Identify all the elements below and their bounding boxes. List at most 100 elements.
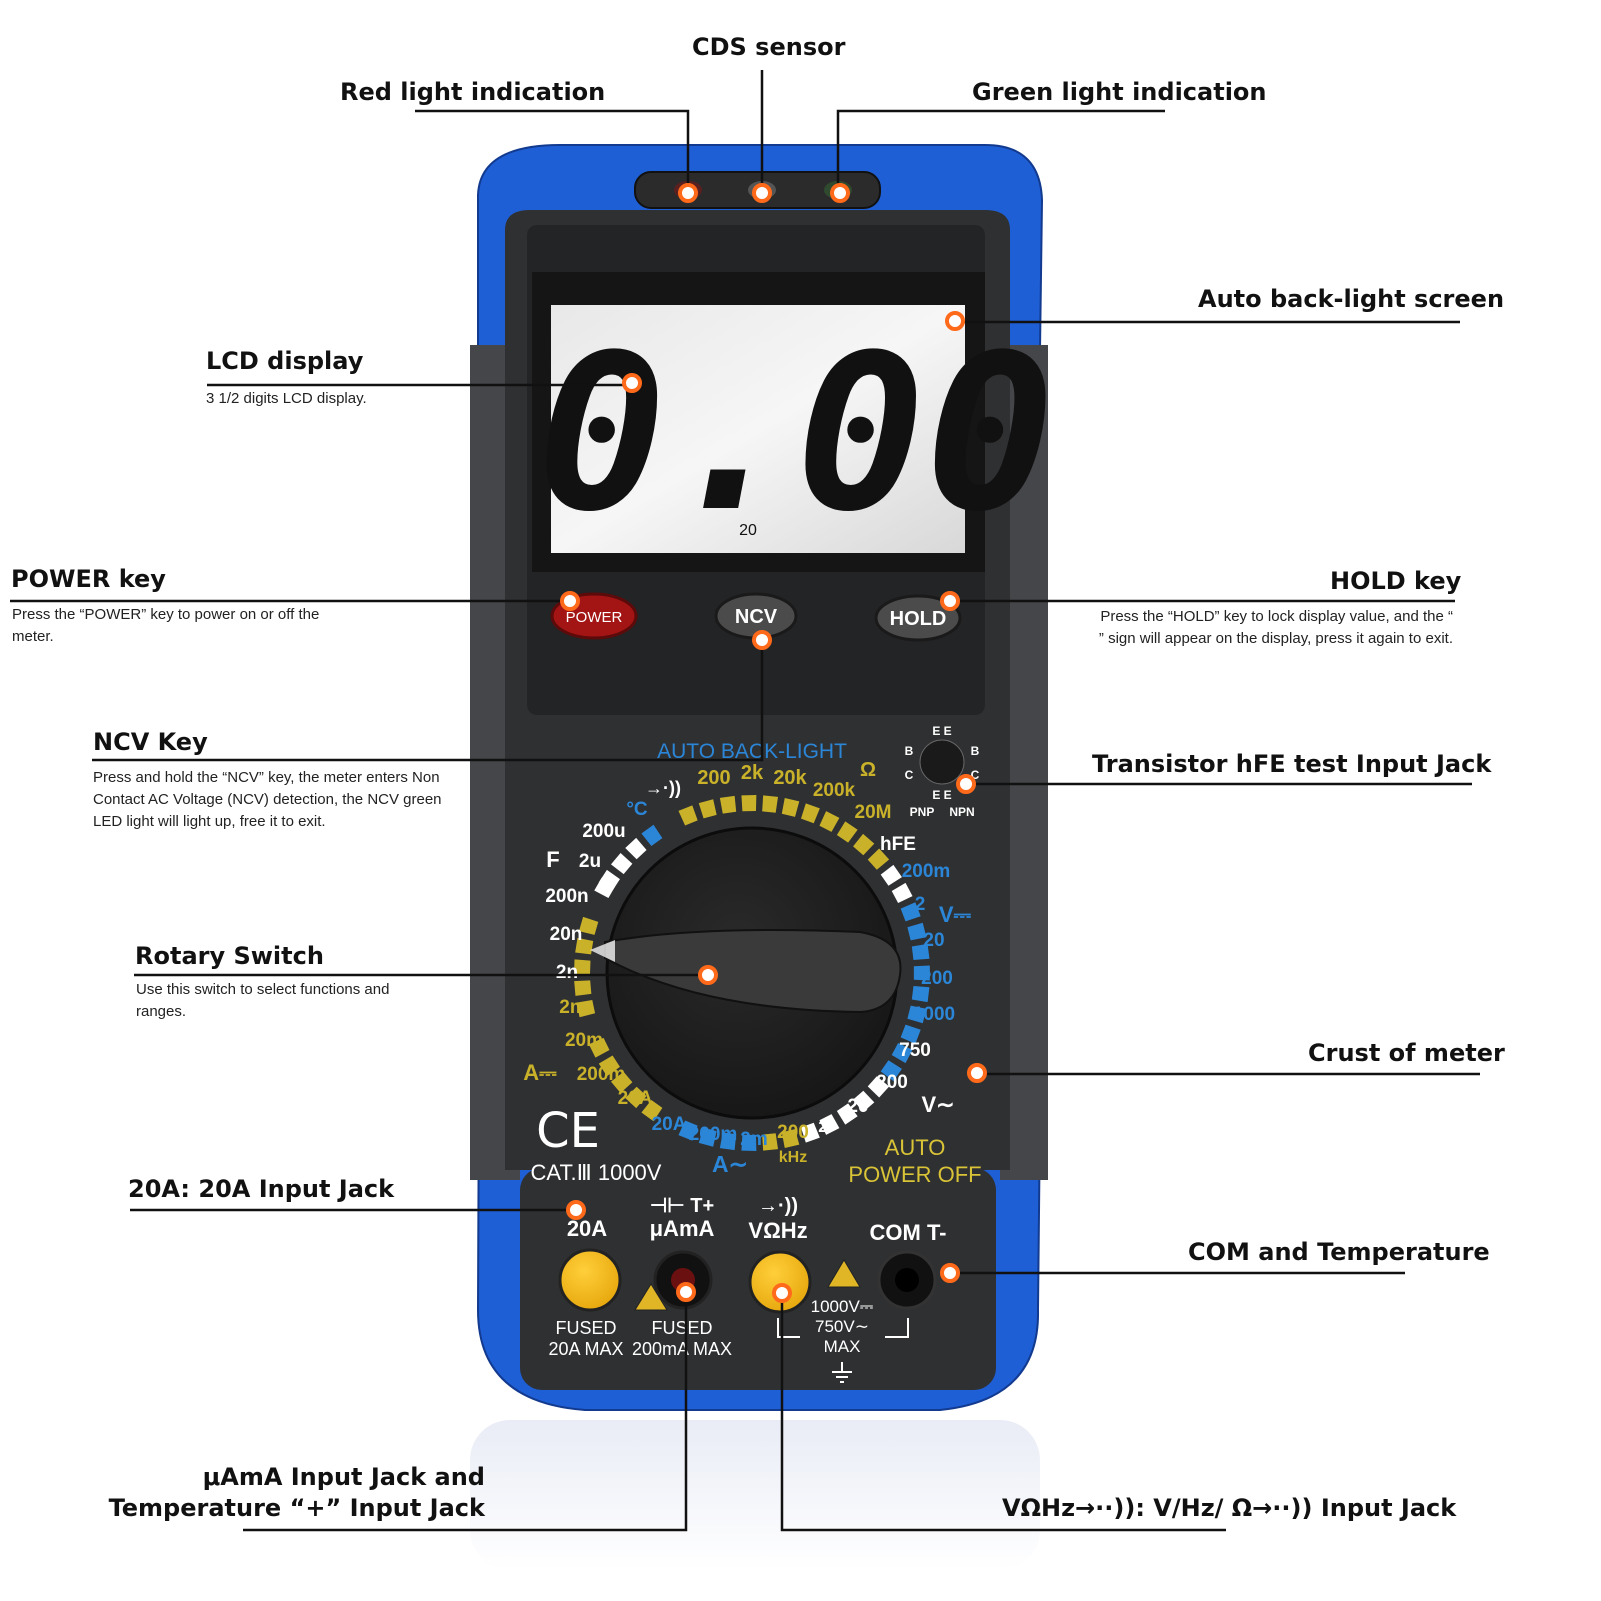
leader-ncv (92, 640, 764, 762)
auto-power-off-line1: AUTO (885, 1135, 946, 1160)
dial-ring-segment (836, 1103, 858, 1125)
dial-label-vac: V∼ (921, 1092, 954, 1117)
dial-ring-segment (698, 1127, 717, 1147)
marker-ncv (752, 630, 772, 650)
hfe-pin-b-left: B (905, 744, 914, 758)
dial-ring-segment (641, 824, 663, 847)
jack-vohz-label: VΩHz (748, 1218, 807, 1243)
dial-label-r200: 200 (697, 767, 730, 789)
cat-rating: CAT.Ⅲ 1000V (531, 1160, 662, 1185)
dial-ring-segment (625, 1086, 647, 1109)
hfe-pin-c-left: C (905, 768, 914, 782)
dial-ring-segment (641, 1099, 663, 1122)
leader-lines (10, 70, 1480, 1532)
dial-label-dcv200m: 200m (902, 861, 951, 882)
dial-ring-segment (880, 1060, 902, 1082)
callout-uama-title: μAmA Input Jack and Temperature “+” Inpu… (108, 1463, 485, 1522)
dial-ring-segment (800, 803, 820, 824)
jack-20a[interactable] (558, 1248, 622, 1312)
dial-label-hz200k: 200 (777, 1122, 809, 1143)
dial-ring-segment (741, 795, 757, 812)
dial-ring-segment (574, 980, 592, 996)
max-bracket (777, 1318, 909, 1338)
dial-ring-segment (891, 1042, 913, 1064)
leader-vohz (780, 1293, 1226, 1532)
dial-label-dcv200: 200 (921, 968, 953, 989)
marker-green-light (830, 183, 850, 203)
dial-ring-segment (907, 1005, 927, 1024)
dial-label-f200u: 200u (582, 821, 625, 842)
dial-ring-segment (781, 798, 800, 817)
power-button-label: POWER (566, 609, 623, 626)
dial-ring-segment (867, 1076, 890, 1098)
dial-ring-segment (913, 965, 930, 981)
markers (560, 183, 987, 1303)
hfe-socket[interactable]: E E B B C C E E PNP NPN (905, 724, 980, 819)
dial-ring-segment (610, 1071, 633, 1094)
jack-20a-label: 20A (567, 1216, 607, 1241)
dial-label-acv750: 750 (899, 1040, 931, 1061)
lcd-glass (551, 305, 965, 553)
dial-label-f20n: 20n (550, 924, 583, 945)
dial-ring-segment (819, 1114, 840, 1135)
dial-ring-segment (678, 1120, 698, 1141)
dial-label-acv200: 200 (876, 1072, 908, 1093)
callout-vohz-title: VΩHz→··)): V/Hz/ Ω→··)) Input Jack (1002, 1494, 1457, 1522)
dial-label-khz: kHz (779, 1149, 807, 1166)
dial-ring-segment (574, 959, 591, 975)
callout-cds-title: CDS sensor (692, 33, 846, 61)
jack-vohz[interactable] (748, 1250, 812, 1314)
marker-red-light (678, 183, 698, 203)
callout-rotary-desc: Use this switch to select functions and … (136, 981, 390, 1020)
jack-20a-fused: FUSED (555, 1318, 616, 1338)
dial-ring-segment (781, 1129, 800, 1148)
marker-20a (566, 1200, 586, 1220)
dial-ring-segment (762, 795, 779, 813)
callout-red-light-title: Red light indication (340, 78, 606, 106)
callout-hold-desc: Press the “HOLD” key to lock display val… (1098, 608, 1453, 647)
dial-label-acv20: 20 (847, 1096, 868, 1117)
dial-ring-segment (853, 1090, 875, 1113)
dial-label-aac: A∼ (712, 1151, 748, 1177)
rotary-switch-pointer-tip (590, 940, 615, 962)
dial-ring-segment (741, 1134, 757, 1151)
marker-rotary (698, 965, 718, 985)
ncv-button-label: NCV (735, 606, 778, 628)
dial-ring-segment (588, 1037, 610, 1058)
dial-ring (574, 795, 930, 1151)
dial-ring-segment (576, 1000, 596, 1018)
auto-power-off-line2: POWER OFF (848, 1162, 981, 1187)
dial-label-r200k: 200k (813, 780, 856, 801)
dial-ring-segment (911, 985, 930, 1003)
dial-label-ohm: Ω (860, 759, 876, 781)
jack-vohz-top: →·)) (758, 1195, 798, 1217)
jack-20a-max: 20A MAX (548, 1339, 623, 1359)
jack-uama-max: 200mA MAX (632, 1339, 732, 1359)
rotary-switch-knob[interactable] (590, 826, 902, 1120)
warning-icon-left (634, 1283, 668, 1311)
callout-20a-title: 20A: 20A Input Jack (128, 1175, 395, 1203)
dial-label-dca20A: 20A (618, 1088, 653, 1109)
dial-ring-segment (598, 1055, 620, 1077)
marker-crust (967, 1063, 987, 1083)
dial-ring-segment (867, 848, 890, 870)
dial-label-vdc: V⎓ (939, 902, 972, 927)
hold-button[interactable]: HOLD (874, 594, 962, 642)
dial-label-temp: °C (626, 799, 648, 820)
callout-power-title: POWER key (11, 565, 166, 593)
dial-label-adc: A⎓ (523, 1060, 557, 1085)
callout-com-title: COM and Temperature (1188, 1238, 1490, 1266)
dial-ring-segment (610, 852, 633, 875)
dial-label-dca2m: 2m (559, 997, 586, 1018)
dial-ring-segment (880, 864, 902, 886)
dial-ring-segment (800, 1122, 820, 1143)
dial-ring-segment (719, 1132, 737, 1151)
jack-uama-label: μAmA (650, 1216, 715, 1241)
ncv-button[interactable]: NCV (714, 592, 798, 640)
dial-ring-segment (578, 916, 599, 935)
dial-label-aca20A: 20A (652, 1114, 687, 1135)
leader-red-light (415, 109, 690, 190)
dial-label-r2k: 2k (741, 762, 764, 784)
